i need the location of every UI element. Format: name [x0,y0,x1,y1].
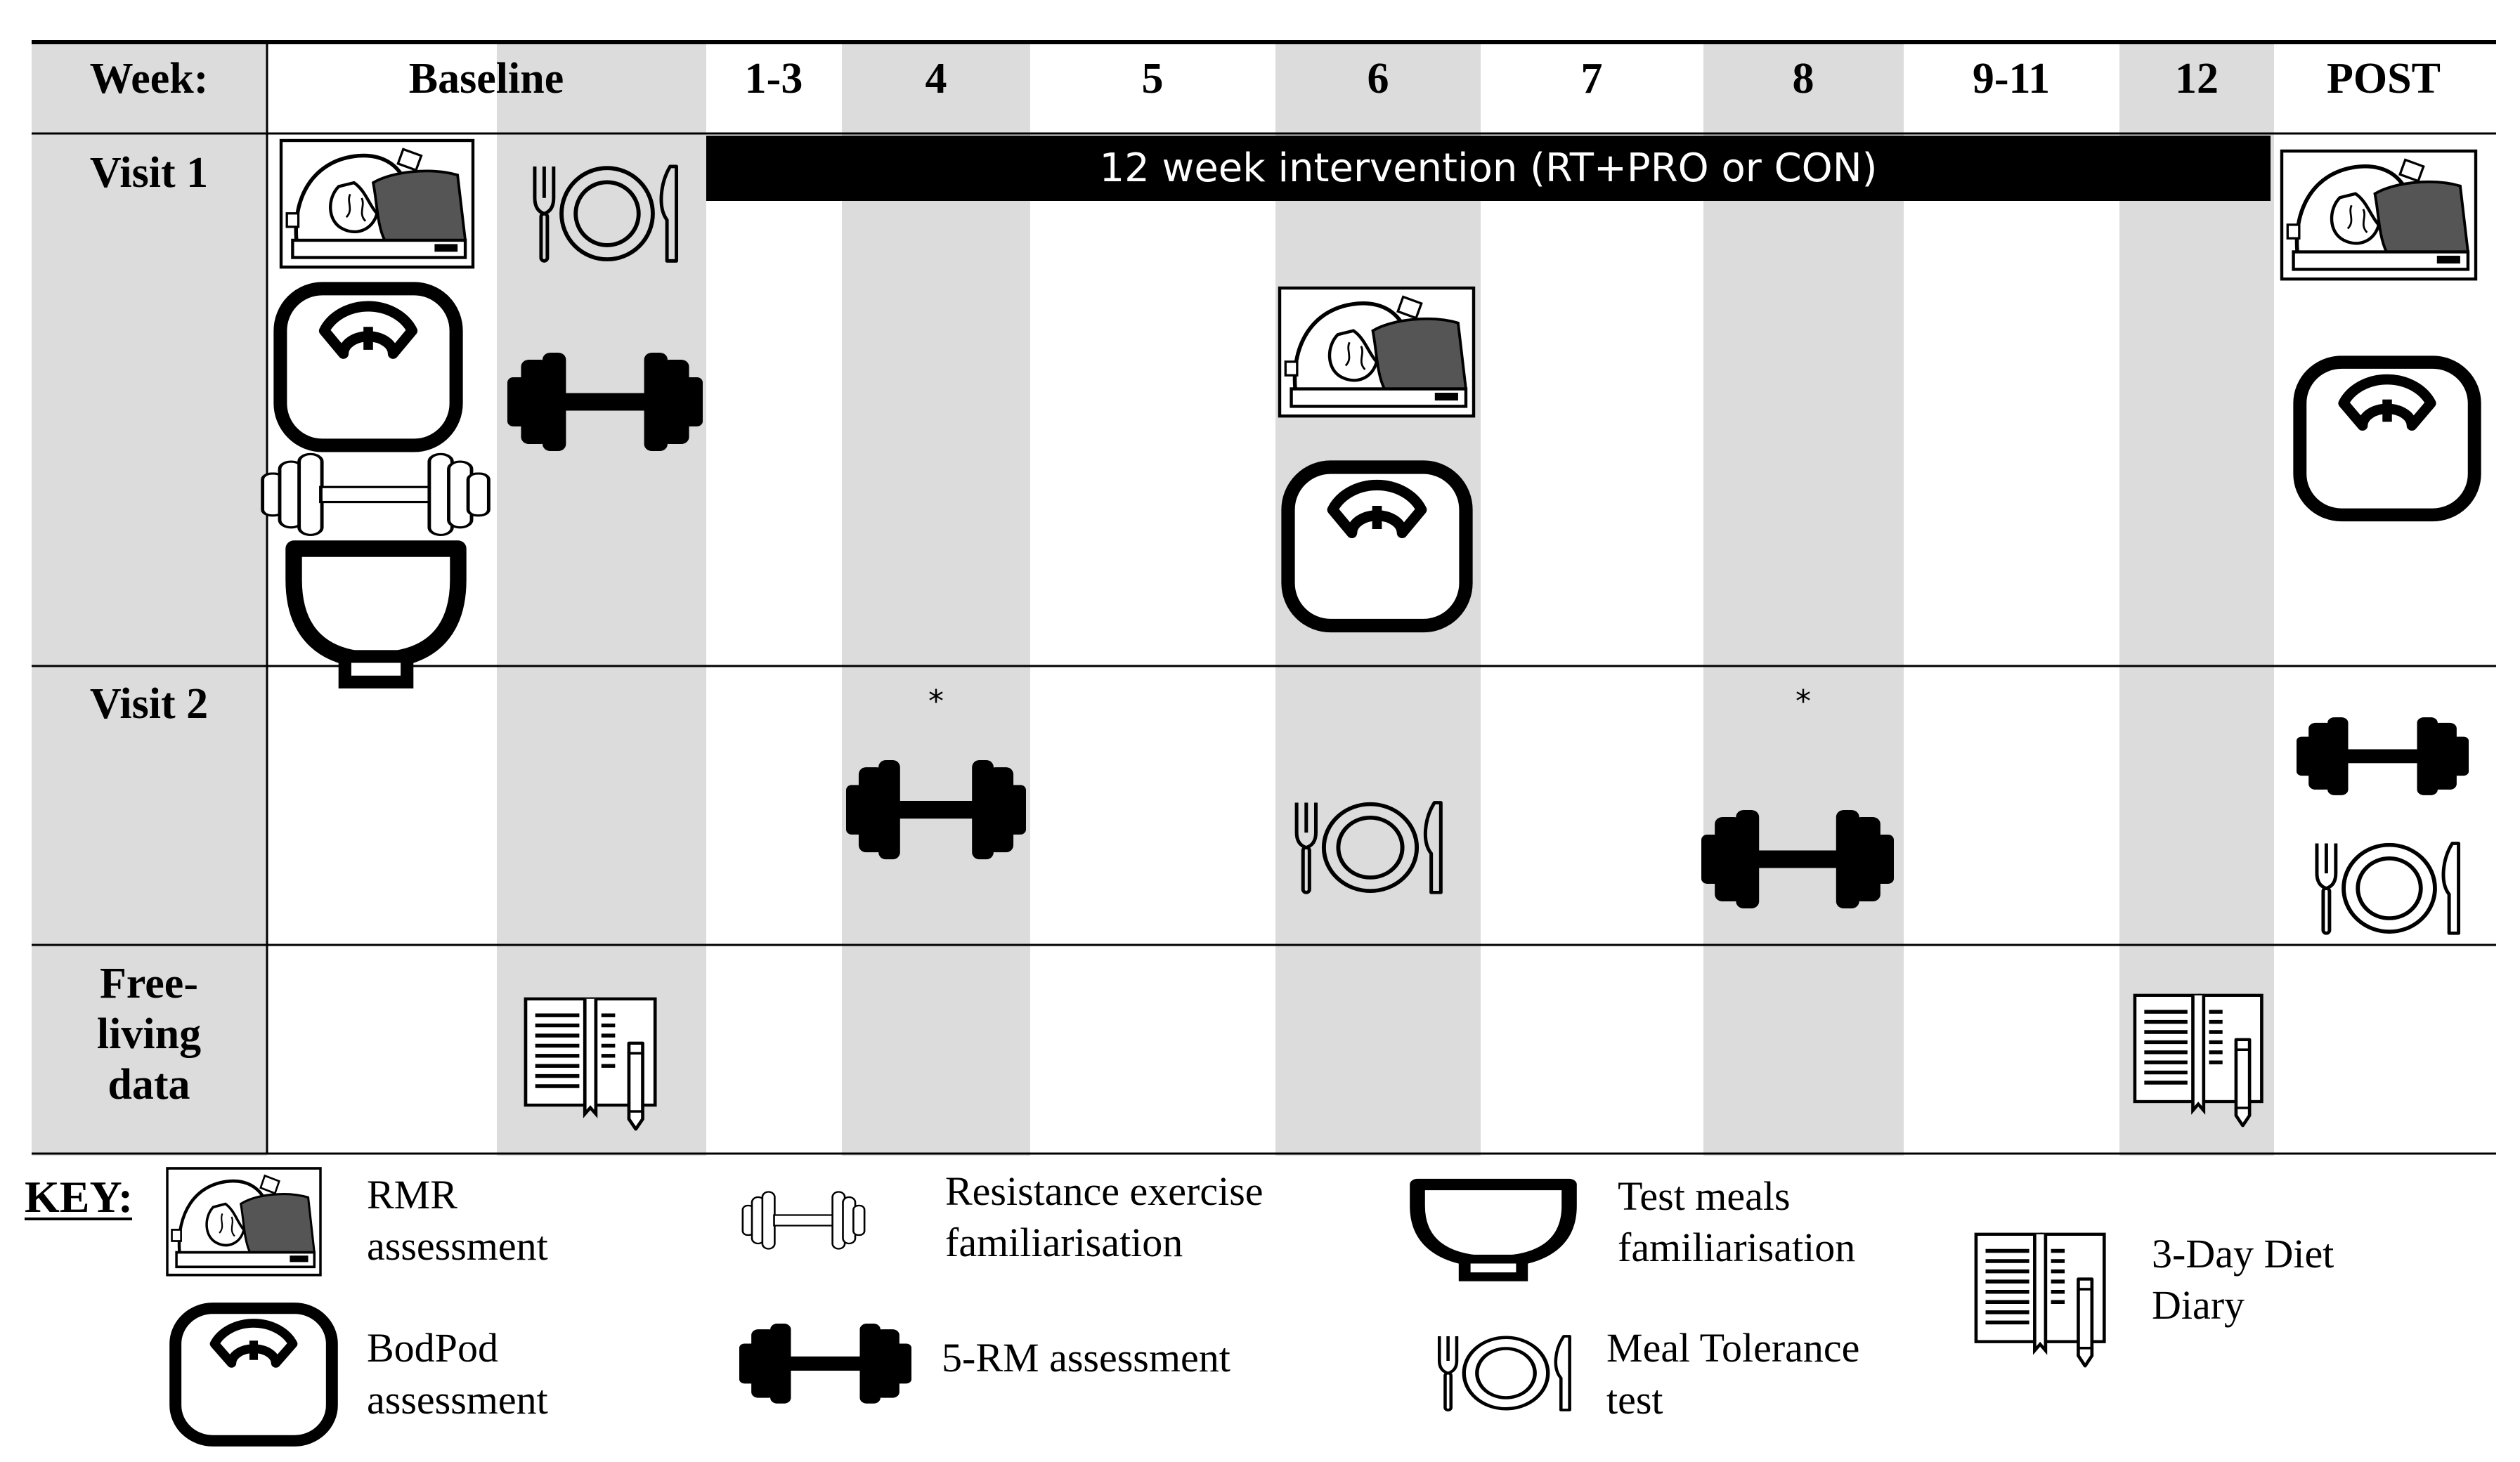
intervention-band: 12 week intervention (RT+PRO or CON) [706,136,2271,201]
row-label-free-living-line1: Free- [100,960,198,1007]
rmr-icon [1280,288,1474,416]
row-label-visit-1: Visit 1 [90,149,208,197]
key-testmeals-line2: familiarisation [1618,1225,1855,1270]
shade-week-8 [1703,42,1904,1156]
bowl-icon [294,549,458,682]
plate-icon [1439,1336,1569,1410]
shade-week-4 [842,42,1030,1156]
key-diary-line2: Diary [2152,1282,2245,1328]
week-header-label: Week: [90,55,209,103]
week-col-1-3: 1-3 [745,55,803,103]
shade-header-label [32,42,267,1156]
rmr-icon [167,1168,320,1275]
key-testmeals-line1: Test meals [1618,1173,1791,1219]
visit2-icons: * * [846,684,2469,933]
week-col-12: 12 [2175,55,2219,103]
dumbbell-icon [739,1324,911,1404]
familiarisation-dumbbell-icon [263,454,489,535]
familiarisation-dumbbell-icon [741,1191,866,1250]
legend-key: KEY: RMR assessment Resistance exercise … [25,1168,2334,1441]
key-diary-line1: 3-Day Diet [2152,1231,2334,1277]
asterisk-week-4: * [928,684,944,719]
shade-week-12 [2119,42,2274,1156]
week-col-post: POST [2327,55,2441,103]
row-label-free-living-line3: data [108,1061,190,1109]
shade-baseline-right [497,42,706,1156]
week-col-6: 6 [1368,55,1389,103]
week-col-7: 7 [1581,55,1603,103]
key-resistance-line1: Resistance exercise [945,1168,1264,1214]
key-bodpod-line2: assessment [367,1377,548,1423]
rmr-icon [281,141,473,267]
key-rmr-line2: assessment [367,1223,548,1269]
key-5rm-line1: 5-RM assessment [942,1335,1230,1381]
key-resistance-line2: familiarisation [945,1220,1183,1265]
key-title: KEY: [25,1172,133,1222]
week-col-8: 8 [1793,55,1814,103]
scale-icon [280,289,456,445]
scale-icon [176,1308,332,1441]
bowl-icon [1417,1184,1569,1277]
dumbbell-icon [2297,717,2469,795]
row-label-free-living-line2: living [97,1010,201,1058]
week-col-baseline: Baseline [409,55,564,103]
week-columns: Baseline 1-3 4 5 6 7 8 9-11 12 POST [409,55,2441,103]
key-mealtolerance-line2: test [1606,1377,1663,1423]
key-rmr-line1: RMR [367,1172,457,1218]
key-bodpod-line1: BodPod [367,1325,498,1371]
rmr-icon [2282,151,2476,279]
intervention-label: 12 week intervention (RT+PRO or CON) [1099,145,1877,191]
row-label-free-living: Free- living data [97,960,201,1109]
scale-icon [2300,363,2474,515]
plate-icon [2317,844,2459,934]
week-col-9-11: 9-11 [1973,55,2050,103]
key-mealtolerance-line1: Meal Tolerance [1606,1325,1859,1371]
shaded-columns [32,42,2274,1156]
scale-icon [1288,467,1466,626]
diary-icon [1976,1234,2104,1366]
intervention-bar [706,136,2271,201]
week-col-4: 4 [925,55,947,103]
week-col-5: 5 [1142,55,1164,103]
grid-lines [32,40,2496,1155]
asterisk-week-8: * [1795,684,1811,719]
row-label-visit-2: Visit 2 [90,680,208,728]
